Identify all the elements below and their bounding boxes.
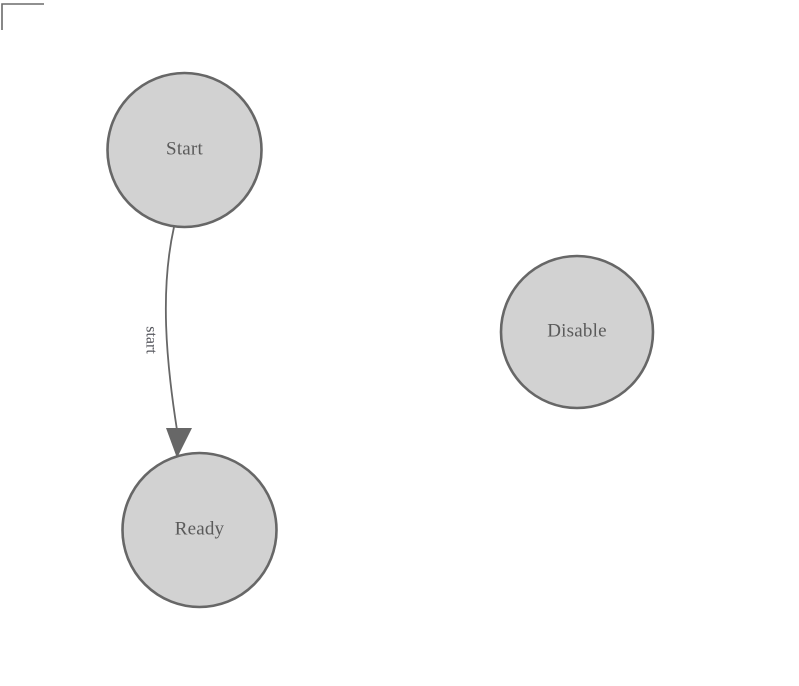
node-disable[interactable]: Disable: [499, 254, 655, 410]
node-ready[interactable]: Ready: [121, 451, 278, 609]
node-disable-circle: [499, 254, 655, 410]
edge-start-to-ready-path: [164, 226, 178, 431]
edge-label-start: start: [142, 326, 159, 354]
node-start[interactable]: Start: [106, 71, 263, 229]
edge-start-to-ready-arrowhead-icon: [166, 428, 192, 458]
crop-corner-mark-icon: [1, 3, 44, 30]
node-disable-label: Disable: [547, 320, 606, 341]
node-ready-circle: [121, 451, 278, 609]
node-ready-label: Ready: [175, 518, 225, 539]
node-start-label: Start: [166, 138, 203, 159]
edge-start-to-ready[interactable]: start: [142, 226, 192, 458]
node-start-circle: [106, 71, 263, 229]
